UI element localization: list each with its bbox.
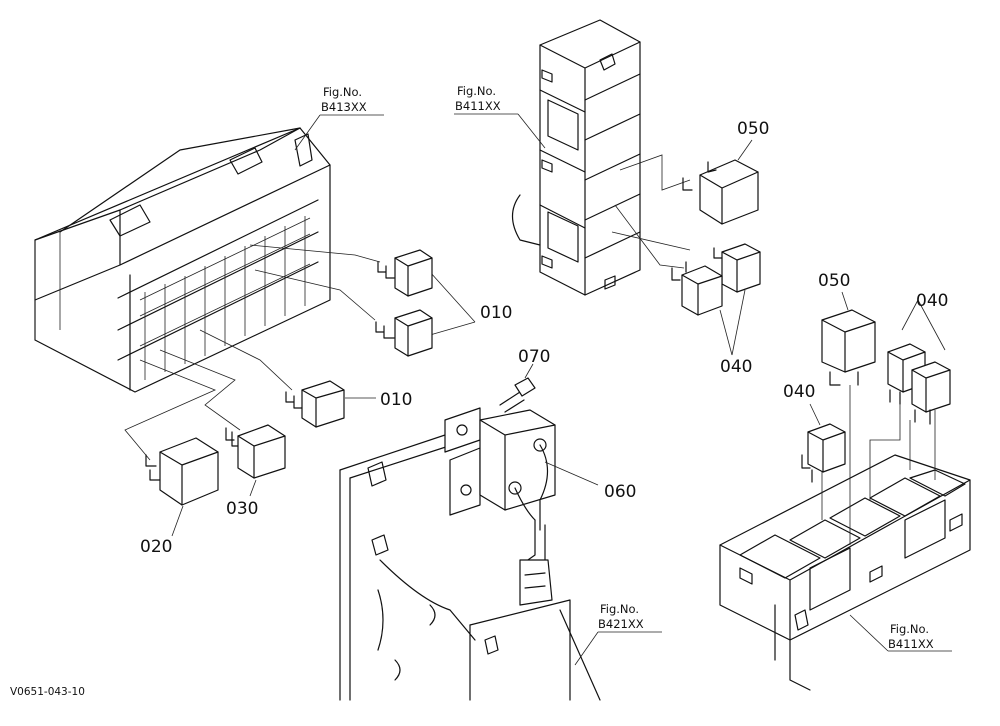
part-number-070: 070 xyxy=(518,347,550,367)
part-number-050-top: 050 xyxy=(737,119,769,139)
relay-box-left xyxy=(34,127,331,393)
solenoid-060 xyxy=(444,407,556,606)
relay-010-upper xyxy=(377,249,433,297)
fig-ref-b421: Fig.No. B421XX xyxy=(598,602,644,631)
part-number-040-right: 040 xyxy=(916,291,948,311)
relay-040-top-b xyxy=(671,261,723,316)
fig-ref-b411-top-line1: Fig.No. xyxy=(457,84,496,98)
part-number-020: 020 xyxy=(140,537,172,557)
leader-lines-top xyxy=(611,154,746,356)
leader-lines-left xyxy=(124,244,476,461)
fig-ref-b411-bottom-line1: Fig.No. xyxy=(890,622,929,636)
fig-ref-b413-line1: Fig.No. xyxy=(323,85,362,99)
fig-ref-b421-line1: Fig.No. xyxy=(600,602,639,616)
fig-ref-b411-bottom: Fig.No. B411XX xyxy=(888,622,934,651)
fig-ref-b411-top: Fig.No. B411XX xyxy=(455,84,501,113)
fig-ref-b413: Fig.No. B413XX xyxy=(321,85,367,114)
relay-010-lower xyxy=(375,309,433,357)
part-number-050-right: 050 xyxy=(818,271,850,291)
part-number-060: 060 xyxy=(604,482,636,502)
fig-ref-b411-bottom-line2: B411XX xyxy=(888,637,934,651)
drawing-id: V0651-043-10 xyxy=(10,686,85,698)
leader-lines-center xyxy=(524,363,599,486)
part-number-040-top: 040 xyxy=(720,357,752,377)
fig-ref-leaders xyxy=(294,113,952,666)
part-number-030: 030 xyxy=(226,499,258,519)
relay-holder-right xyxy=(719,454,971,691)
relay-020 xyxy=(145,437,219,506)
relay-holder-top xyxy=(511,19,641,296)
fig-ref-b413-line2: B413XX xyxy=(321,100,367,114)
fig-ref-b421-line2: B421XX xyxy=(598,617,644,631)
bolt-070 xyxy=(499,377,536,413)
part-number-040-left: 040 xyxy=(783,382,815,402)
relay-050-top xyxy=(682,159,759,225)
relay-040-right-b xyxy=(911,361,951,425)
relay-050-right xyxy=(821,309,876,386)
relay-040-top-a xyxy=(713,243,761,293)
relay-030 xyxy=(225,424,286,479)
relay-040-left xyxy=(801,423,846,483)
relay-010-single xyxy=(285,380,345,428)
leader-lines-right xyxy=(821,299,946,545)
part-number-010-upper: 010 xyxy=(480,303,512,323)
part-number-010-lower: 010 xyxy=(380,390,412,410)
fig-ref-b411-top-line2: B411XX xyxy=(455,99,501,113)
